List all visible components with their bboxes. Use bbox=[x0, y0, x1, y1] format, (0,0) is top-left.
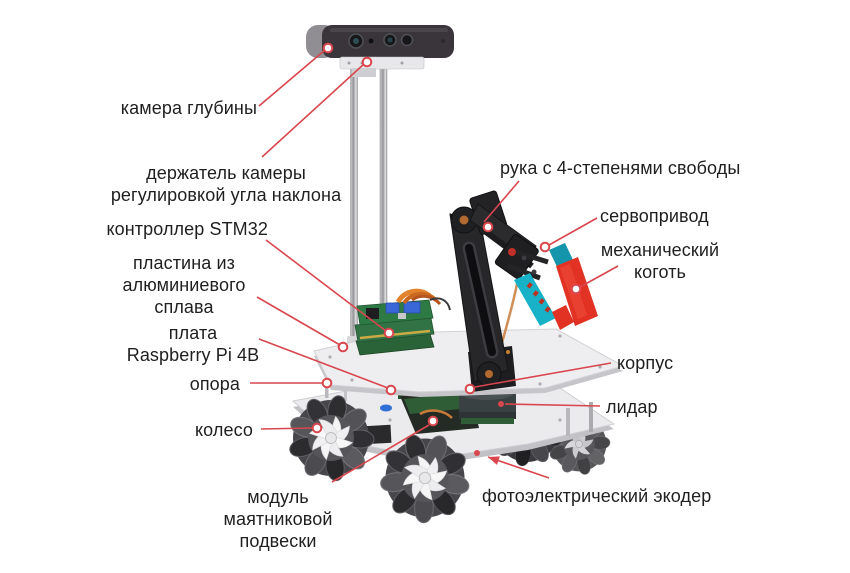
marker-aluminum-plate bbox=[337, 341, 349, 353]
marker-suspension-module bbox=[427, 415, 439, 427]
leader-raspberry-pi-board bbox=[258, 338, 397, 396]
depth-camera bbox=[306, 25, 454, 58]
marker-body bbox=[464, 383, 476, 395]
leader-depth-camera bbox=[258, 42, 334, 107]
leader-camera-holder bbox=[261, 56, 373, 158]
marker-depth-camera bbox=[322, 42, 334, 54]
marker-raspberry-pi-board bbox=[385, 384, 397, 396]
marker-servo-drive bbox=[539, 241, 551, 253]
leader-support bbox=[250, 377, 333, 389]
leader-stm32-controller bbox=[265, 239, 395, 339]
board-stack bbox=[354, 288, 451, 356]
marker-arm-4dof bbox=[482, 221, 494, 233]
marker-lidar bbox=[498, 401, 504, 407]
leader-wheel bbox=[260, 422, 323, 434]
marker-camera-holder bbox=[361, 56, 373, 68]
robotic-arm bbox=[449, 190, 598, 392]
leader-arm-4dof bbox=[482, 180, 520, 233]
leader-suspension-module bbox=[331, 415, 439, 483]
leader-servo-drive bbox=[539, 217, 598, 253]
marker-stm32-controller bbox=[383, 327, 395, 339]
leader-photoelectric-encoder bbox=[474, 450, 550, 479]
lidar-unit bbox=[459, 384, 516, 424]
marker-support bbox=[321, 377, 333, 389]
marker-wheel bbox=[311, 422, 323, 434]
leader-aluminum-plate bbox=[256, 296, 349, 353]
marker-mechanical-claw bbox=[570, 283, 582, 295]
leader-body bbox=[464, 362, 612, 395]
leader-mechanical-claw bbox=[570, 265, 619, 295]
leader-lidar bbox=[498, 401, 601, 407]
marker-photoelectric-encoder bbox=[474, 450, 480, 456]
